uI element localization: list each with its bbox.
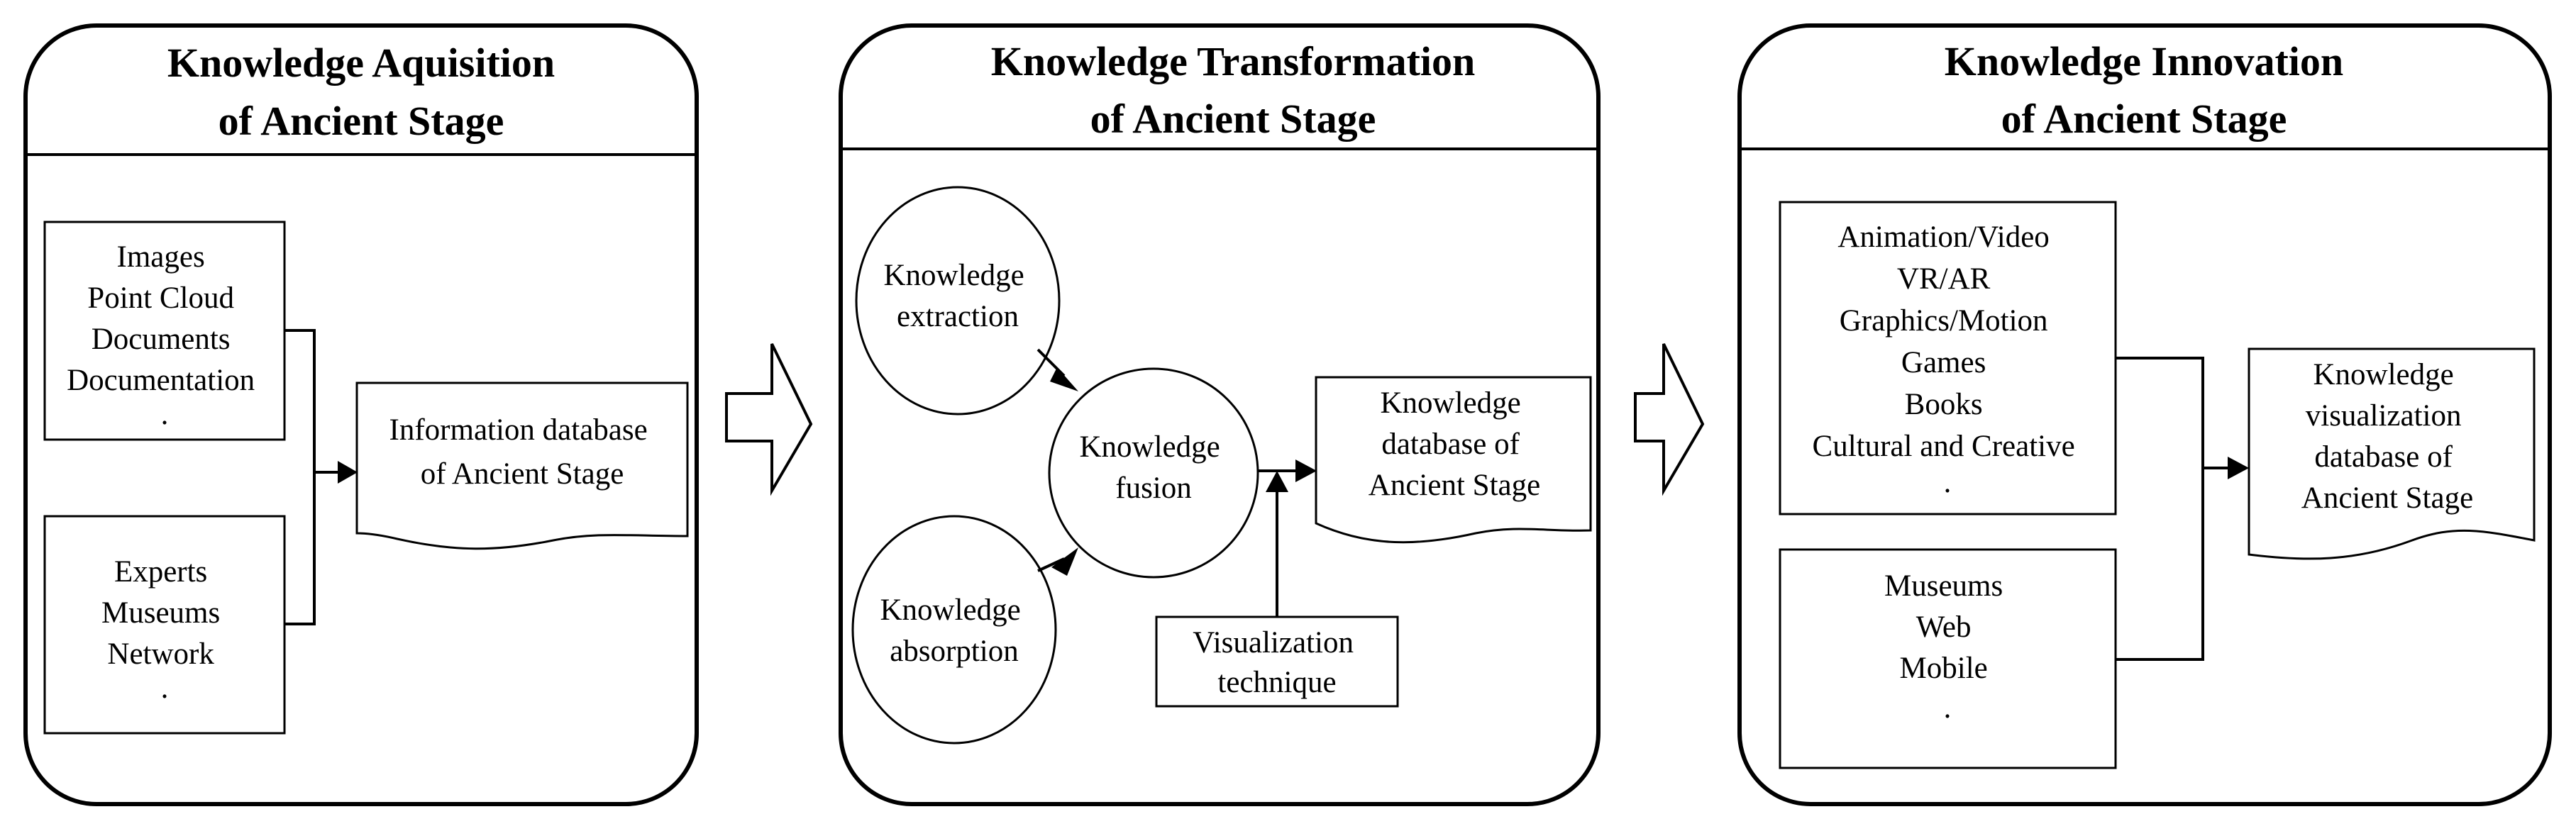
knowledge-absorption-node [851,515,1057,745]
sources-merge-connector [284,329,316,625]
knowledge-fusion-line2: fusion [1115,472,1192,505]
sources-item-documents: Documents [92,323,231,356]
panel-transformation-title-line2: of Ancient Stage [1090,96,1376,142]
stage-arrow-1 [725,343,813,496]
knowledge-extraction-line2: extraction [897,300,1019,333]
knowledge-absorption-text: Knowledge absorption [880,593,1029,668]
stage-arrow-2 [1634,343,1705,496]
sources-item-ellipsis: . [161,398,169,431]
innovation-channel-box [1779,548,2117,769]
media-item-graphics: Graphics/Motion [1840,304,2048,338]
knowledge-database-line1: Knowledge [1381,386,1521,420]
panel-innovation-title-line2: of Ancient Stage [2001,96,2287,142]
channel-item-mobile: Mobile [1900,652,1988,685]
channel-item-web: Web [1916,611,1972,644]
knowledge-database-shape [1315,376,1592,544]
sources-to-database-arrowhead [338,461,358,484]
fusion-to-database-arrowhead [1295,459,1317,482]
panel-acquisition-title-line2: of Ancient Stage [219,98,504,144]
media-item-cultural: Cultural and Creative [1813,430,2075,463]
knowledge-database-text: Knowledge database of Ancient Stage [1369,386,1540,502]
media-item-games: Games [1901,346,1986,379]
panel-innovation: Knowledge Innovation of Ancient Stage An… [1737,23,2552,806]
knowledge-extraction-text: Knowledge extraction [884,259,1032,333]
visualization-database-text: Knowledge visualization database of Anci… [2301,358,2473,515]
information-database-line2: of Ancient Stage [421,457,624,491]
absorption-to-fusion-arrowhead [1051,547,1078,576]
panel-transformation-title-line1: Knowledge Transformation [991,38,1476,84]
visualization-technique-line1: Visualization [1193,626,1354,659]
knowledge-database-line3: Ancient Stage [1369,469,1540,502]
sources-box-digital [43,221,286,441]
sources-item-experts: Experts [114,555,207,589]
media-item-vr-ar: VR/AR [1897,262,1991,296]
visualization-technique-text: Visualization technique [1193,626,1361,699]
knowledge-fusion-node [1048,367,1259,579]
sources-box-digital-text: Images Point Cloud Documents Documentati… [67,240,262,431]
knowledge-fusion-line1: Knowledge [1080,430,1220,464]
media-item-ellipsis: . [1944,466,1952,499]
knowledge-absorption-line1: Knowledge [880,593,1021,627]
knowledge-extraction-line1: Knowledge [884,259,1024,292]
sources-item-museums: Museums [101,596,220,630]
media-item-animation: Animation/Video [1837,221,2049,254]
knowledge-fusion-text: Knowledge fusion [1080,430,1228,505]
visualization-technique-box [1155,615,1399,708]
channel-item-museums: Museums [1884,569,2003,603]
knowledge-absorption-line2: absorption [890,635,1019,668]
sources-item-ellipsis-2: . [161,671,169,705]
visualization-to-flow-arrowhead [1266,471,1288,492]
extraction-to-fusion-arrowhead [1050,367,1078,391]
sources-item-network: Network [107,637,214,671]
visualization-database-line1: Knowledge [2314,358,2454,391]
visualization-database-shape [2248,347,2536,560]
panel-acquisition: Knowledge Aquisition of Ancient Stage Im… [23,23,699,806]
innovation-channel-text: Museums Web Mobile . [1884,569,2011,725]
sources-item-point-cloud: Point Cloud [87,282,234,315]
knowledge-database-line2: database of [1381,428,1520,461]
panel-transformation: Knowledge Transformation of Ancient Stag… [839,23,1601,806]
sources-item-images: Images [117,240,205,274]
visualization-technique-line2: technique [1217,666,1336,699]
innovation-merge-connector [2116,357,2204,661]
innovation-media-text: Animation/Video VR/AR Graphics/Motion Ga… [1813,221,2083,499]
panel-acquisition-frame [23,23,699,806]
information-database-shape [355,381,689,550]
panel-transformation-frame [839,23,1601,806]
channel-item-ellipsis: . [1944,691,1952,725]
visualization-database-line3: database of [2314,440,2453,474]
sources-box-human [43,515,286,735]
panel-innovation-frame [1737,23,2552,806]
sources-item-documentation: Documentation [67,364,255,397]
visualization-database-line4: Ancient Stage [2301,481,2473,515]
panel-acquisition-title-line1: Knowledge Aquisition [167,40,555,86]
sources-box-human-text: Experts Museums Network . [101,555,228,705]
absorption-to-fusion-line [1037,557,1065,572]
information-database-line1: Information database [389,413,648,447]
innovation-to-database-arrowhead [2228,457,2249,479]
innovation-media-box [1779,201,2117,515]
media-item-books: Books [1905,388,1983,421]
panel-innovation-title-line1: Knowledge Innovation [1945,38,2343,84]
visualization-database-line2: visualization [2306,399,2462,433]
knowledge-extraction-node [855,186,1061,416]
information-database-text: Information database of Ancient Stage [389,413,656,491]
